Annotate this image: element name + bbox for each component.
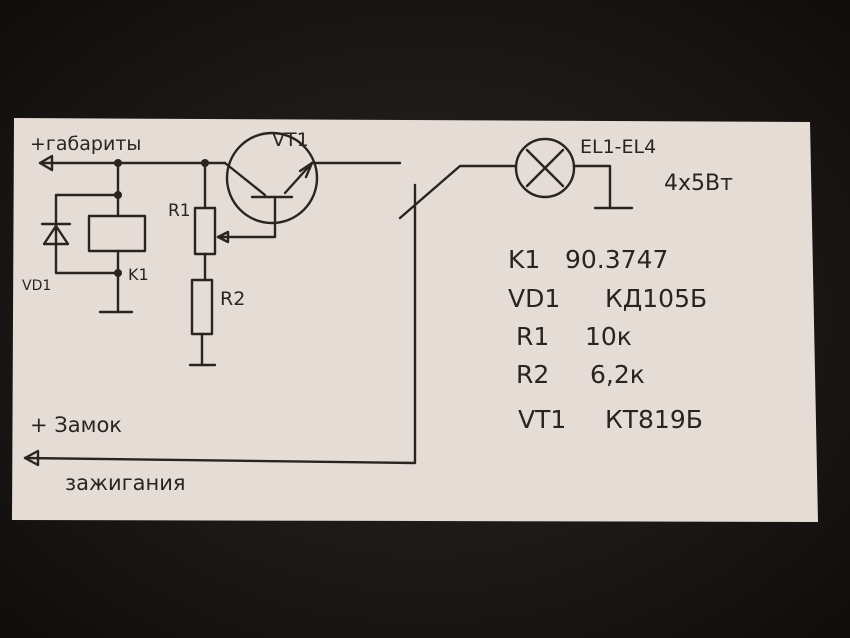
label-lamp-power: 4x5Вт (664, 171, 733, 196)
resistor-r2 (188, 278, 217, 367)
part-ref: VT1 (518, 405, 566, 434)
relay-contact (23, 164, 517, 467)
part-ref: R2 (516, 360, 549, 389)
part-value: 6,2к (590, 360, 645, 389)
transistor-vt1 (216, 131, 402, 239)
label-r1: R1 (168, 201, 191, 221)
label-k1: K1 (128, 265, 149, 284)
part-value: КД105Б (605, 284, 707, 313)
label-parking-lights: +габариты (30, 133, 141, 155)
part-ref: R1 (516, 322, 549, 351)
label-ignition-2: зажигания (65, 471, 186, 495)
label-ignition-1: + Замок (30, 413, 122, 437)
label-vt1: VT1 (272, 129, 309, 151)
label-r2: R2 (220, 288, 245, 310)
label-lamps: EL1-EL4 (580, 136, 656, 158)
part-value: 10к (585, 322, 632, 351)
relay-k1 (87, 161, 147, 314)
part-ref: VD1 (508, 284, 560, 313)
label-vd1: VD1 (22, 278, 51, 294)
lamp-el1-el4 (514, 137, 634, 210)
part-value: 90.3747 (565, 245, 668, 274)
part-value: КТ819Б (605, 405, 703, 434)
diode-vd1 (40, 193, 120, 275)
parts-list: K1 90.3747 VD1 КД105Б R1 10к R2 6,2к VT1… (508, 245, 707, 434)
input-arrow (38, 154, 54, 172)
part-ref: K1 (508, 245, 540, 274)
